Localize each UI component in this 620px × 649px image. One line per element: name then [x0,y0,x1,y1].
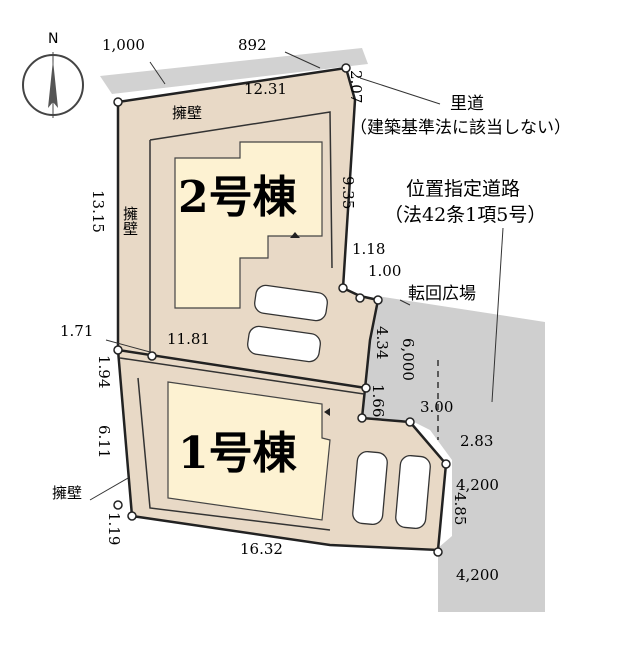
dim-300: 3.00 [420,398,454,416]
dim-1000: 1,000 [102,36,145,54]
retaining-wall-top: 擁壁 [172,104,203,122]
dim-4200-lower: 4,200 [456,566,499,584]
building-1-footprint [167,381,331,521]
satodo-label: 里道 [450,94,484,114]
boundary-markers [113,63,451,557]
designated-road-extension [438,470,545,612]
dim-1231: 12.31 [244,80,287,98]
dim-611: 6.11 [95,425,113,459]
north-label: N [48,31,59,47]
dim-207: 2.07 [347,70,365,104]
retaining-wall-left: 擁壁 [121,206,139,236]
building-2-label: 2号棟 [178,172,297,223]
dim-118: 1.18 [352,240,386,258]
satodo-note: （建築基準法に該当しない） [350,118,571,138]
dim-100: 1.00 [368,262,402,280]
dim-283: 2.83 [460,432,494,450]
dim-171: 1.71 [60,322,94,340]
dim-194: 1.94 [95,355,113,389]
lot-inner-line [137,111,333,531]
dim-1315: 13.15 [89,190,107,233]
car-icon [247,284,431,529]
building-1-label: 1号棟 [178,428,297,479]
dim-6000: 6,000 [399,338,417,381]
road-note: （法42条1項5号） [384,204,547,226]
designated-road [362,296,545,610]
dim-434: 4.34 [373,326,391,360]
entrance-1-icon [324,408,330,416]
entrance-2-icon [290,232,300,238]
lot-divider [117,348,367,390]
dim-935: 9.35 [339,176,357,210]
dim-1632: 16.32 [240,540,283,558]
dim-119: 1.19 [105,512,123,546]
dim-892: 892 [238,36,267,54]
turnaround-label: 転回広場 [408,284,476,304]
retaining-wall-bottom: 擁壁 [52,484,83,502]
dim-166: 1.66 [369,384,387,418]
compass-icon [22,52,84,118]
leader-lines [89,51,504,501]
dim-485: 4.85 [451,492,469,526]
lot-divider-inner [119,357,365,395]
dim-1181: 11.81 [167,330,210,348]
road-name: 位置指定道路 [406,178,521,200]
dim-4200-upper: 4,200 [456,476,499,494]
building-2-footprint [174,141,323,309]
